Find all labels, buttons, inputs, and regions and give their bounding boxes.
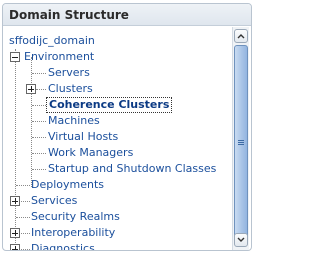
tree-node-startup-shutdown[interactable]: Startup and Shutdown Classes <box>48 162 217 175</box>
tree-branch-machines <box>32 121 46 122</box>
tree-branch-diagnostics <box>21 249 30 250</box>
tree-node-machines[interactable]: Machines <box>48 114 100 127</box>
panel-title: Domain Structure <box>9 8 129 22</box>
tree-node-work-managers[interactable]: Work Managers <box>48 146 134 159</box>
tree-node-domain-root[interactable]: sffodijc_domain <box>9 34 95 47</box>
tree-node-coherence-clusters[interactable]: Coherence Clusters <box>46 97 173 113</box>
tree-node-deployments[interactable]: Deployments <box>31 178 105 191</box>
tree-node-security-realms[interactable]: Security Realms <box>31 210 120 223</box>
tree-branch-work-managers <box>32 153 46 154</box>
tree-branch-interop <box>21 233 30 234</box>
plus-box-icon[interactable] <box>26 84 36 94</box>
chevron-up-icon[interactable] <box>234 29 248 43</box>
tree-branch-clusters <box>36 89 46 90</box>
tree-branch-startup <box>32 169 46 170</box>
plus-box-icon[interactable] <box>10 244 20 250</box>
tree-branch-services <box>21 201 30 202</box>
scrollbar-thumb[interactable] <box>234 45 248 239</box>
tree-node-diagnostics[interactable]: Diagnostics <box>31 242 95 250</box>
domain-tree: sffodijc_domain Environment Servers Clus… <box>3 27 232 250</box>
tree-branch-deployments <box>16 185 30 186</box>
grip-icon <box>238 139 244 146</box>
chevron-down-icon[interactable] <box>234 233 248 247</box>
vertical-scrollbar[interactable] <box>232 27 249 250</box>
tree-node-servers[interactable]: Servers <box>48 66 90 79</box>
tree-node-virtual-hosts[interactable]: Virtual Hosts <box>48 130 119 143</box>
tree-node-clusters[interactable]: Clusters <box>48 82 93 95</box>
tree-line-root <box>15 49 16 250</box>
minus-box-icon[interactable] <box>10 52 20 62</box>
tree-node-environment[interactable]: Environment <box>24 50 95 63</box>
plus-box-icon[interactable] <box>10 228 20 238</box>
plus-box-icon[interactable] <box>10 196 20 206</box>
tree-line-environment <box>31 57 32 187</box>
tree-branch-coherence <box>32 105 46 106</box>
panel-header: Domain Structure <box>3 4 251 26</box>
tree-branch-security <box>16 217 30 218</box>
domain-structure-panel: Domain Structure sffodijc_domain Environ… <box>2 3 252 251</box>
tree-node-interoperability[interactable]: Interoperability <box>31 226 116 239</box>
tree-node-services[interactable]: Services <box>31 194 78 207</box>
tree-branch-virtual-hosts <box>32 137 46 138</box>
tree-branch-servers <box>32 73 46 74</box>
